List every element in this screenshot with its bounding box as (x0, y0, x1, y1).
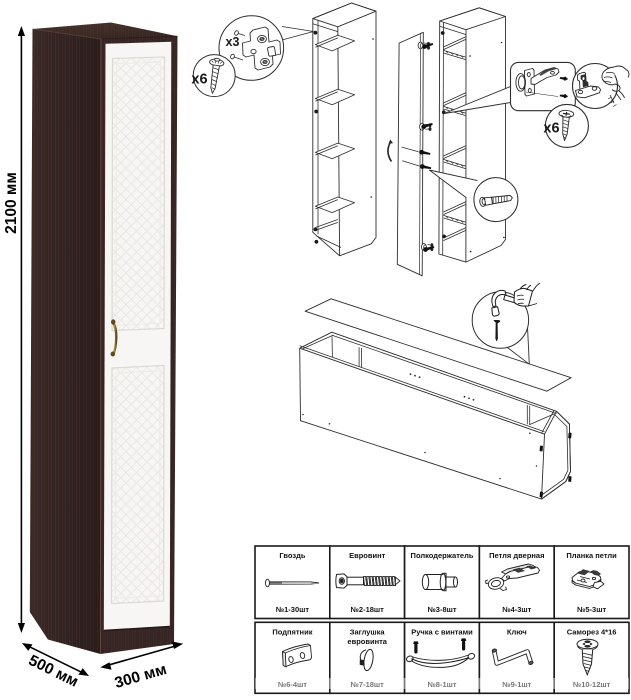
svg-text:Подпятник: Подпятник (272, 627, 312, 636)
svg-text:№2-18шт: №2-18шт (351, 605, 385, 614)
svg-text:Саморез 4*16: Саморез 4*16 (567, 627, 617, 636)
svg-text:№7-18шт: №7-18шт (351, 680, 385, 689)
svg-text:№6-4шт: №6-4шт (278, 680, 307, 689)
svg-text:евровинта: евровинта (347, 637, 387, 646)
svg-text:Заглушка: Заглушка (350, 627, 386, 636)
svg-text:№1-30шт: №1-30шт (276, 605, 310, 614)
svg-text:№10-12шт: №10-12шт (573, 680, 611, 689)
svg-text:Евровинт: Евровинт (349, 551, 386, 560)
svg-text:№4-3шт: №4-3шт (502, 605, 531, 614)
svg-text:№3-8шт: №3-8шт (427, 605, 456, 614)
svg-text:Полкодержатель: Полкодержатель (411, 551, 474, 560)
svg-text:Ключ: Ключ (507, 627, 527, 636)
svg-text:Петля дверная: Петля дверная (489, 551, 544, 560)
svg-text:x3: x3 (226, 35, 240, 49)
svg-text:Гвоздь: Гвоздь (279, 551, 306, 560)
svg-text:300 мм: 300 мм (113, 661, 169, 692)
svg-text:№8-1шт: №8-1шт (427, 680, 456, 689)
svg-text:Ручка с винтами: Ручка с винтами (411, 627, 473, 636)
svg-text:2100 мм: 2100 мм (3, 172, 20, 234)
svg-text:№9-1шт: №9-1шт (502, 680, 531, 689)
svg-text:x6: x6 (543, 121, 559, 137)
svg-text:Планка петли: Планка петли (566, 551, 617, 560)
svg-text:x6: x6 (191, 72, 207, 88)
svg-text:№5-3шт: №5-3шт (577, 605, 606, 614)
